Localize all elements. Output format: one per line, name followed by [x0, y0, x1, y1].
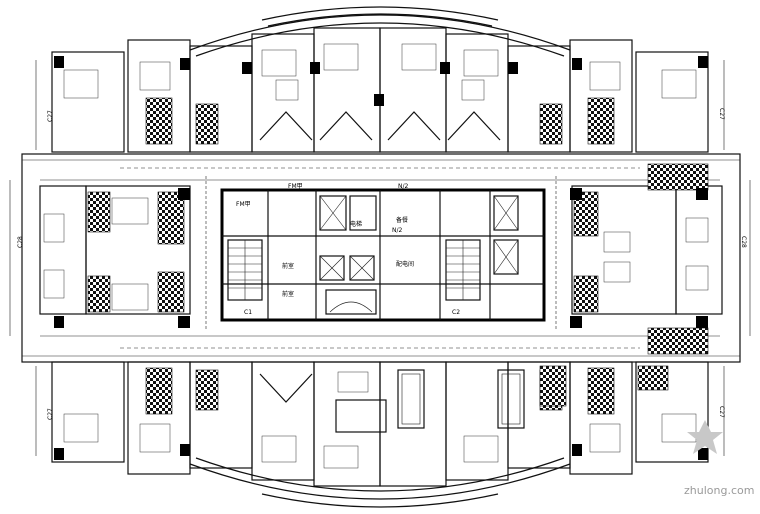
room-label-n2: N/2 — [398, 183, 409, 190]
watermark-logo-icon — [687, 420, 723, 454]
grid-markers: C27 C27 C27 C27 C28 C28 — [9, 60, 751, 456]
stair-left — [227, 239, 263, 301]
columns — [54, 56, 708, 460]
grid-label-c27-bl: C27 — [47, 408, 54, 420]
core-label-a: 电梯 — [350, 220, 362, 228]
side-wings — [39, 163, 723, 355]
top-guest-rooms — [51, 27, 709, 153]
room-label-c1: C1 — [244, 309, 252, 316]
room-label-c2: C2 — [452, 309, 460, 316]
grid-label-c28-r: C28 — [740, 236, 747, 248]
electrical-lines — [120, 167, 640, 349]
room-label-fm1-b: FM甲 — [288, 183, 303, 190]
core-label-d: 前室 — [282, 290, 294, 298]
central-core: FM甲 FM甲 N/2 N/2 C1 C2 电梯 备餐 前室 前室 配电间 — [220, 183, 546, 322]
room-label-fm1: FM甲 — [236, 201, 251, 208]
stair-right — [445, 239, 481, 301]
bottom-guest-rooms — [51, 361, 709, 487]
grid-label-c28-l: C28 — [17, 236, 24, 248]
core-label-c: 前室 — [282, 262, 294, 270]
elevator-shafts — [319, 195, 519, 281]
watermark-text: zhulong.com — [684, 484, 754, 497]
core-label-b: 备餐 — [396, 216, 408, 224]
grid-label-c27-br: C27 — [718, 406, 725, 418]
core-label-e: 配电间 — [396, 260, 414, 268]
room-label-n2-b: N/2 — [392, 227, 403, 234]
grid-label-c27-tl: C27 — [47, 110, 54, 122]
building-outline — [189, 6, 571, 508]
watermark: zhulong.com — [684, 420, 754, 497]
grid-label-c27-tr: C27 — [718, 108, 725, 120]
corridor — [21, 153, 741, 363]
